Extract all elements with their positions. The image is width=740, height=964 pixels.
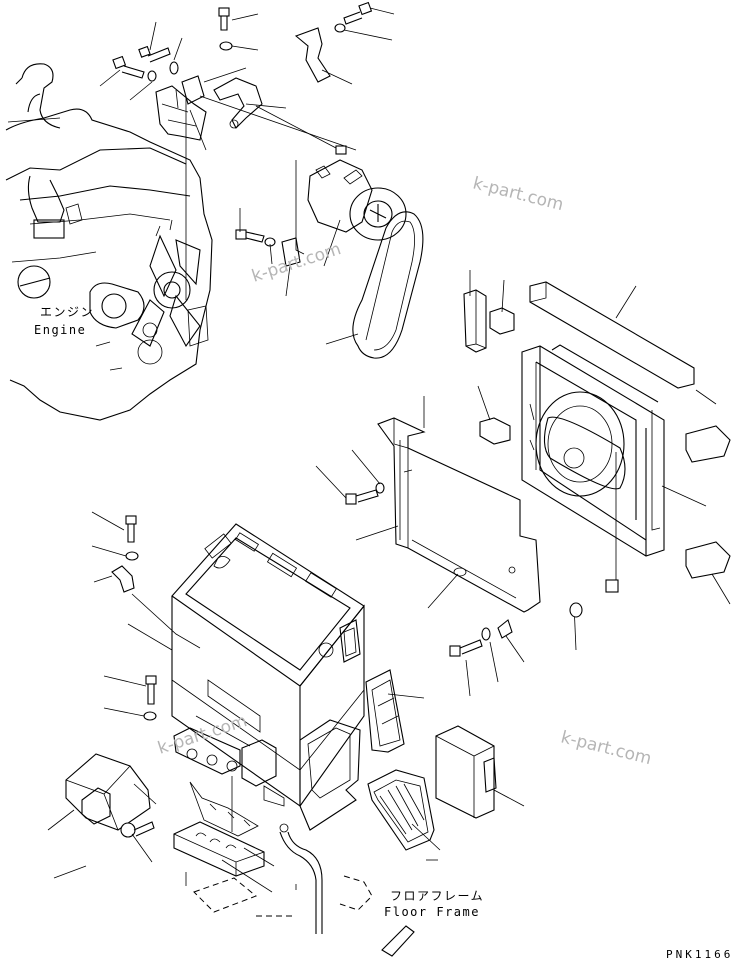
compressor <box>307 145 407 241</box>
foam-block-3 <box>479 417 511 445</box>
condenser-assembly <box>521 281 695 593</box>
bolt-mid <box>235 229 265 243</box>
watermark-4: k-part.com <box>559 727 654 769</box>
compressor-bracket-group <box>112 1 407 267</box>
watermark-1: k-part.com <box>471 173 566 215</box>
washer-top-3 <box>147 70 157 82</box>
hvac-unit <box>171 523 365 831</box>
lower-bracket <box>173 781 265 877</box>
v-belt <box>352 211 424 359</box>
duct-cover <box>377 417 541 613</box>
bolt-top-3 <box>112 55 145 79</box>
bolt-hvac-2 <box>145 675 157 705</box>
foam-strip-top <box>529 281 695 389</box>
drawing-code: PNK1166 <box>666 948 733 961</box>
floor-pipe <box>381 925 415 957</box>
foam-block-5 <box>685 541 731 579</box>
condenser-fan <box>535 391 625 497</box>
washer-hvac-1 <box>125 551 139 561</box>
foam-block-4 <box>685 425 731 463</box>
floor-frame-label-jp: フロアフレーム <box>390 889 484 903</box>
bolt-hvac-1 <box>125 515 137 543</box>
washer-top-1 <box>219 41 233 51</box>
bolt-top-4 <box>343 1 373 25</box>
duct-louver <box>365 669 405 753</box>
hvac-top <box>171 523 365 687</box>
clip-hvac <box>111 565 135 593</box>
watermark-3: k-part.com <box>155 711 249 759</box>
bolt-controller <box>120 821 155 838</box>
foam-block-1 <box>463 289 487 353</box>
bolt-lower-right <box>449 639 483 657</box>
washer-top-4 <box>334 23 346 33</box>
washer-duct <box>375 482 385 494</box>
engine-assembly <box>5 63 213 421</box>
belt-guard <box>213 77 263 129</box>
bolt-top-1 <box>218 7 230 31</box>
connector <box>605 579 619 593</box>
floor-frame-label-en: Floor Frame <box>384 905 480 919</box>
grommet <box>569 602 583 618</box>
engine-fan <box>131 219 201 348</box>
leader-lines-top <box>7 7 395 345</box>
filter-box <box>435 725 497 819</box>
engine-label-jp: エンジン <box>40 305 94 319</box>
strap-bracket <box>294 27 331 83</box>
watermark-2: k-part.com <box>249 239 343 287</box>
clip-lower-right <box>497 619 513 639</box>
washer-lower-right <box>481 627 491 641</box>
air-filter <box>367 769 435 851</box>
engine-label-en: Engine <box>34 323 86 337</box>
controller-box <box>65 753 157 831</box>
washer-top-2 <box>169 61 179 75</box>
bracket-mount <box>155 85 207 141</box>
floor-frame-outline <box>193 877 257 913</box>
washer-hvac-2 <box>143 711 157 721</box>
bolt-top-2 <box>138 45 171 63</box>
small-plate <box>281 237 301 267</box>
condenser-frame <box>521 345 665 557</box>
bolt-duct <box>345 489 379 505</box>
drain-hose <box>279 823 323 934</box>
